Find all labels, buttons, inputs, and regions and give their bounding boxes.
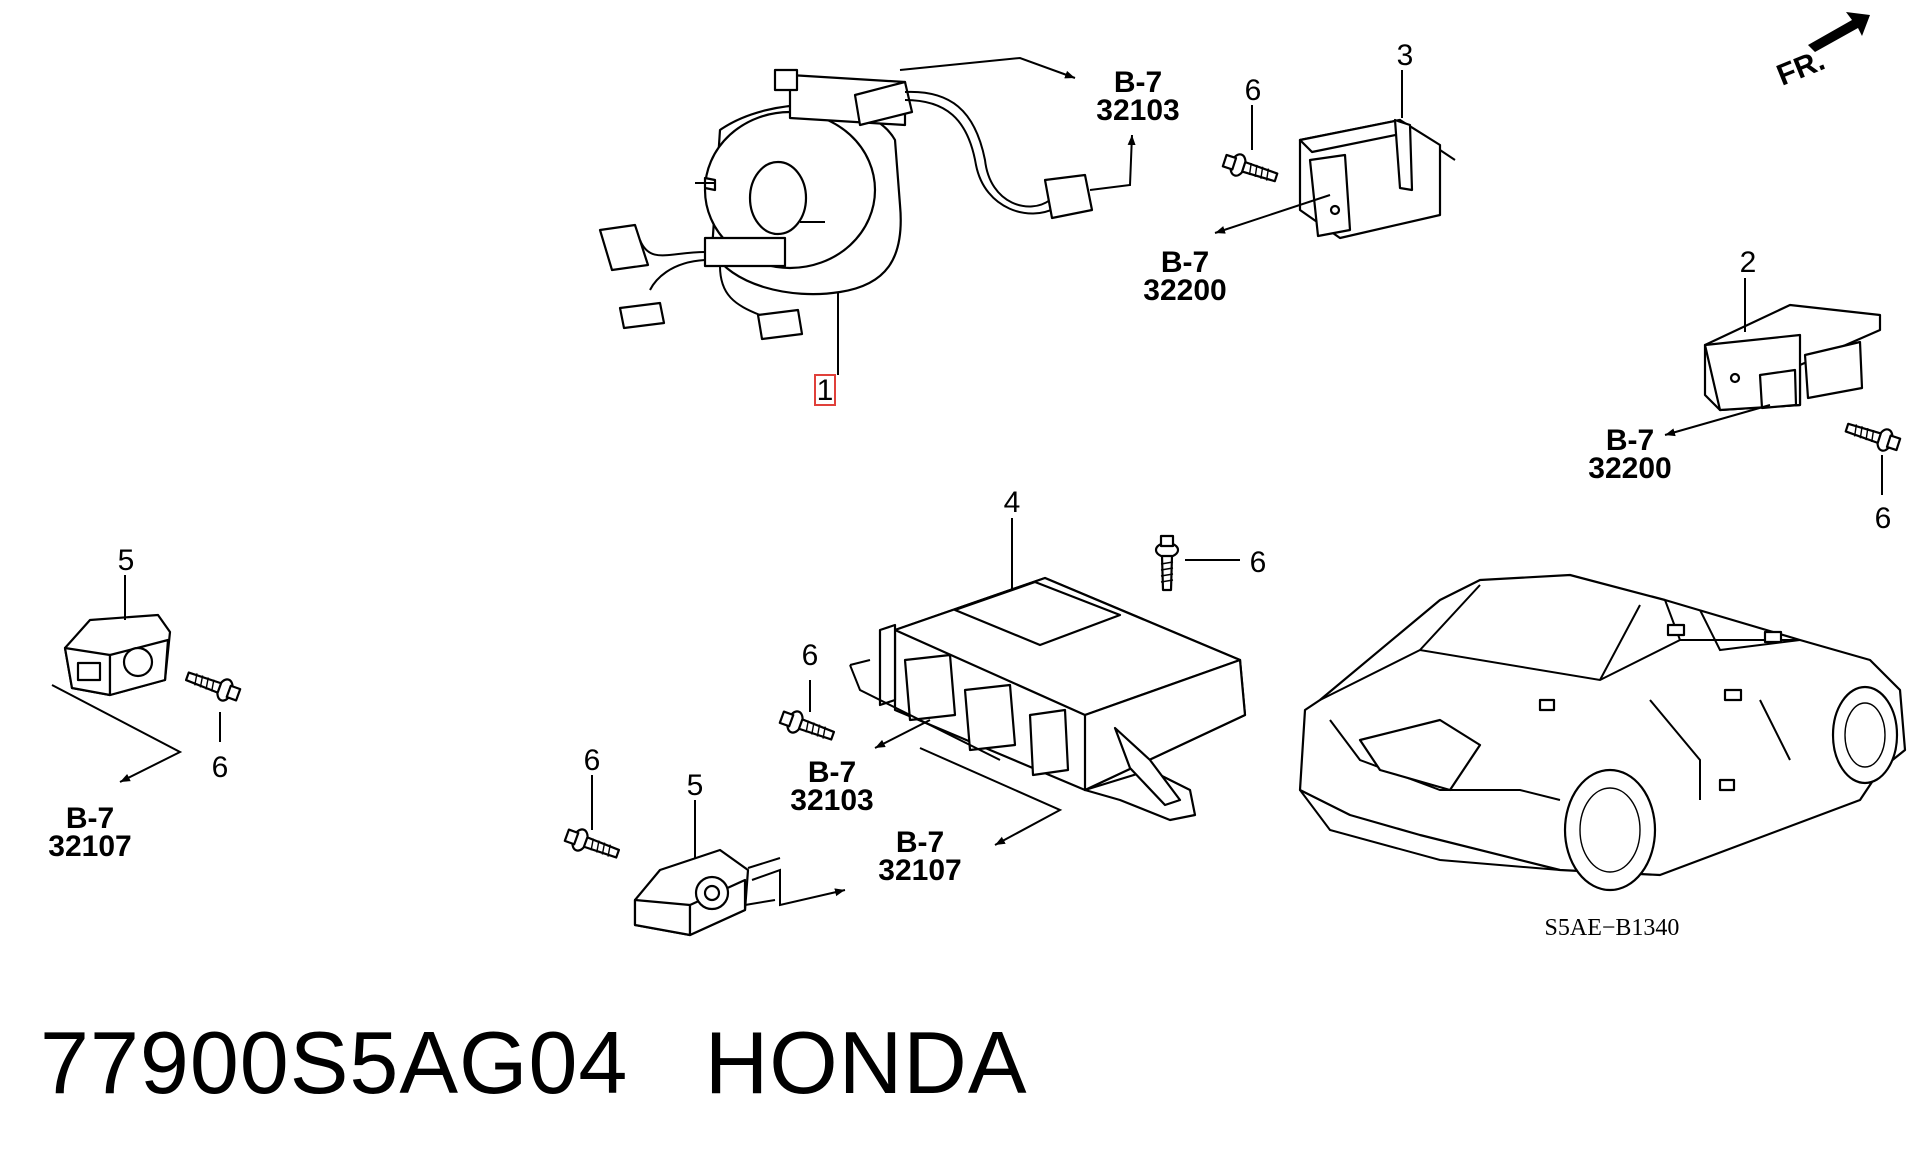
callout-6-mid: 6 bbox=[802, 639, 819, 672]
callout-6-right: 6 bbox=[1875, 502, 1892, 535]
direction-label: FR. bbox=[1772, 44, 1829, 93]
ref-b7-label: B-7 bbox=[66, 802, 114, 835]
callout-6-left: 6 bbox=[212, 751, 229, 784]
callout-3: 3 bbox=[1397, 39, 1414, 72]
cable-reel-part-1 bbox=[598, 68, 1094, 406]
car-location-illustration bbox=[1298, 573, 1907, 892]
sensor-part-3 bbox=[1298, 118, 1456, 240]
brand-name: HONDA bbox=[704, 1013, 1028, 1112]
ref-b7-label: B-7 bbox=[808, 756, 856, 789]
srs-unit-part-4 bbox=[849, 576, 1247, 822]
callout-6-lower: 6 bbox=[584, 744, 601, 777]
sensor-part-5-lower bbox=[633, 848, 781, 937]
callout-1: 1 bbox=[817, 374, 834, 407]
ref-code-label: 32103 bbox=[790, 784, 873, 817]
callout-6-top: 6 bbox=[1245, 74, 1262, 107]
callout-4: 4 bbox=[1004, 486, 1021, 519]
sensor-part-5-left bbox=[63, 613, 172, 697]
ref-code-label: 32107 bbox=[878, 854, 961, 887]
ref-code-label: 32103 bbox=[1096, 94, 1179, 127]
part-number: 77900S5AG04 bbox=[40, 1013, 629, 1112]
callout-6-unit: 6 bbox=[1250, 546, 1267, 579]
ref-b7-label: B-7 bbox=[1606, 424, 1654, 457]
callout-2: 2 bbox=[1740, 246, 1757, 279]
callout-5-left: 5 bbox=[118, 544, 135, 577]
ref-b7-label: B-7 bbox=[1161, 246, 1209, 279]
ref-b7-label: B-7 bbox=[1114, 66, 1162, 99]
front-direction-arrow bbox=[1808, 12, 1870, 52]
sensor-part-2 bbox=[1703, 303, 1882, 412]
diagram-code: S5AE−B1340 bbox=[1545, 915, 1680, 941]
ref-b7-label: B-7 bbox=[896, 826, 944, 859]
ref-code-label: 32107 bbox=[48, 830, 131, 863]
ref-code-label: 32200 bbox=[1588, 452, 1671, 485]
callout-5-lower: 5 bbox=[687, 769, 704, 802]
ref-code-label: 32200 bbox=[1143, 274, 1226, 307]
footer-part-info: 77900S5AG04 HONDA bbox=[40, 1012, 1028, 1114]
